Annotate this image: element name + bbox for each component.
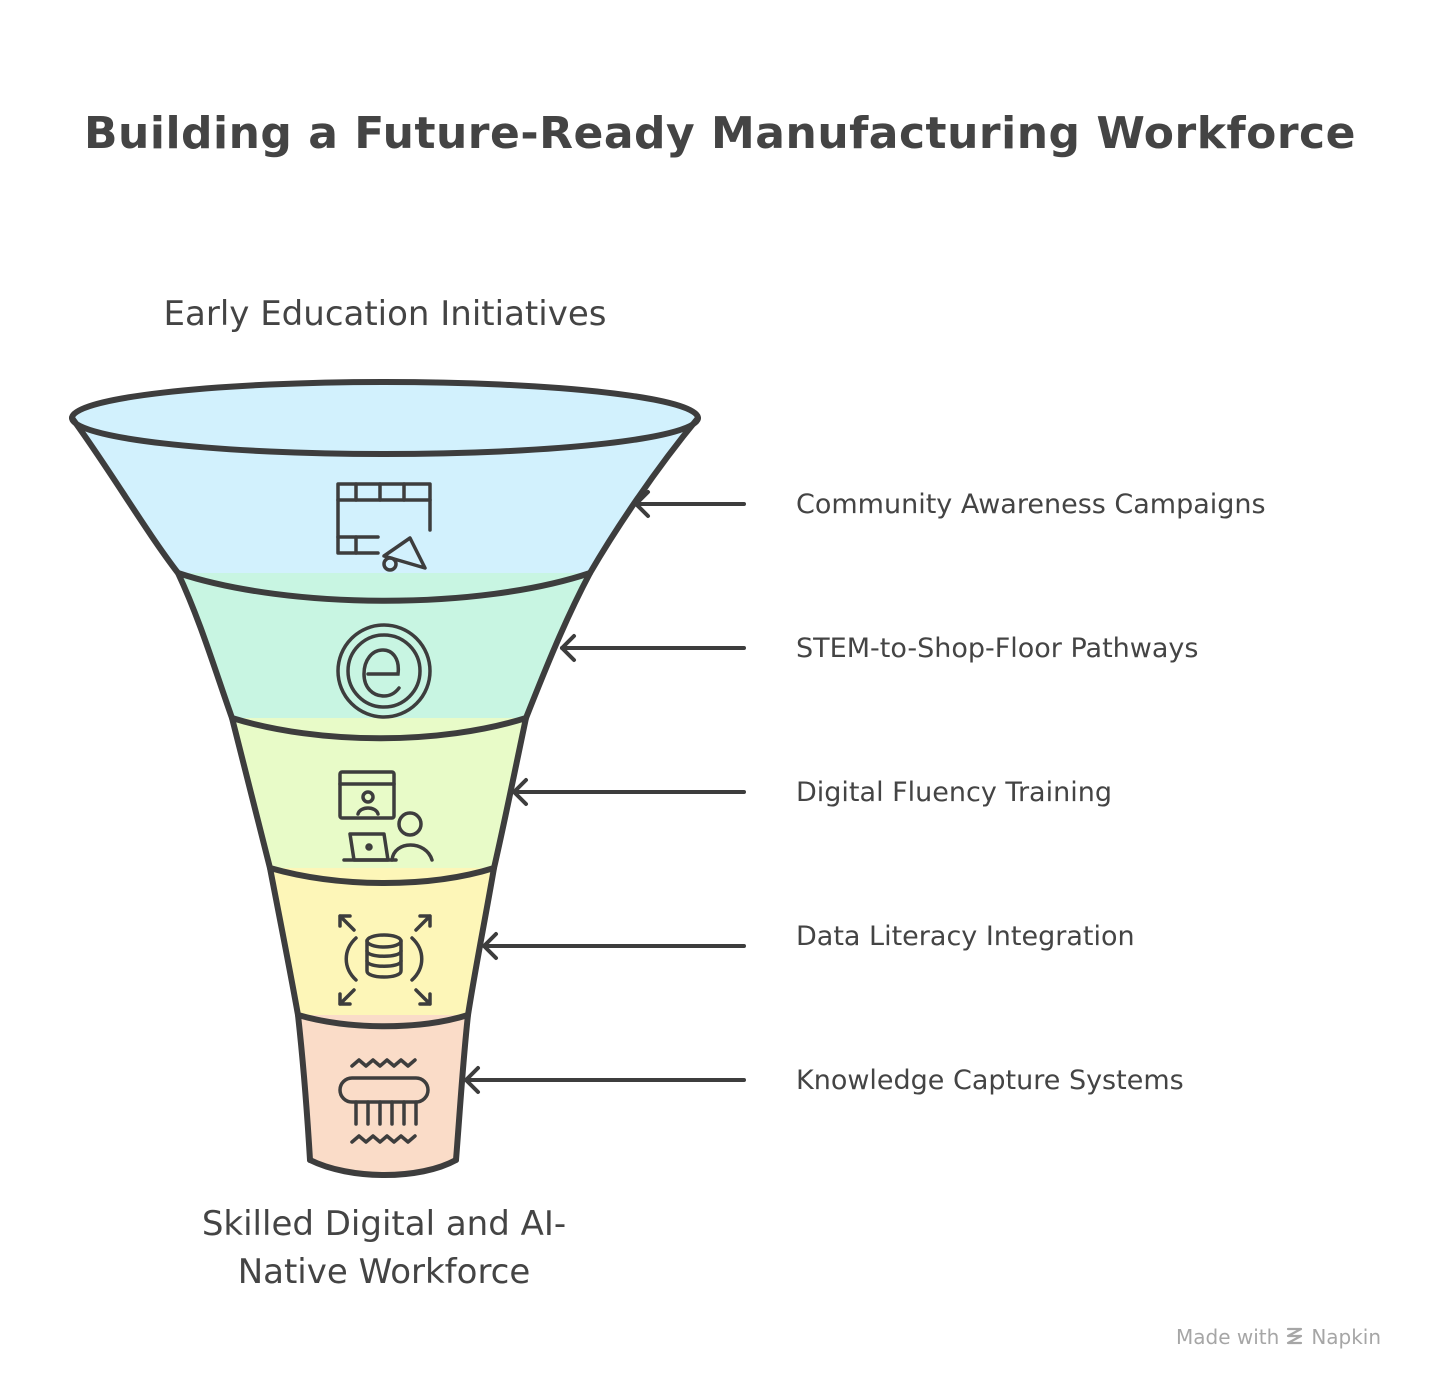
- funnel-divider-3: [267, 865, 497, 886]
- funnel-top-rim: [69, 379, 701, 457]
- funnel-divider-4: [295, 1012, 471, 1030]
- e-learning-icon: [336, 623, 432, 719]
- funnel-left-edge: [69, 415, 313, 1163]
- funnel-stage-4-fill: [270, 868, 494, 1015]
- stage-label-3: Digital Fluency Training: [796, 777, 1112, 808]
- credit-made-with: Made with: [1176, 1325, 1280, 1349]
- funnel-bottom-label-line1: Skilled Digital and AI-: [201, 1204, 567, 1244]
- funnel-bottom-label-line2: Native Workforce: [237, 1252, 531, 1292]
- database-expand-icon: [338, 914, 432, 1006]
- funnel-stage-2-fill: [178, 573, 590, 718]
- arrow-5: [464, 1066, 746, 1094]
- arrow-1: [634, 490, 746, 518]
- video-megaphone-icon: [336, 482, 432, 572]
- credit-brand: Napkin: [1311, 1325, 1382, 1349]
- online-training-icon: [338, 770, 434, 862]
- funnel-stage-1-fill: [72, 418, 698, 573]
- page-title: Building a Future-Ready Manufacturing Wo…: [84, 108, 1356, 159]
- funnel-stage-3-fill: [232, 718, 526, 868]
- arrow-3: [512, 778, 746, 806]
- funnel-divider-1: [175, 570, 593, 604]
- funnel-divider-2: [229, 715, 529, 742]
- funnel-right-edge: [453, 415, 701, 1163]
- funnel-bottom-edge: [307, 1157, 459, 1178]
- stage-label-4: Data Literacy Integration: [796, 921, 1135, 952]
- stage-label-5: Knowledge Capture Systems: [796, 1065, 1184, 1096]
- stage-label-1: Community Awareness Campaigns: [796, 489, 1266, 520]
- arrow-4: [482, 932, 746, 960]
- stage-label-2: STEM-to-Shop-Floor Pathways: [796, 633, 1199, 664]
- funnel-stage-5-fill: [298, 1015, 468, 1175]
- arrow-2: [560, 634, 746, 662]
- napkin-credit[interactable]: Made with Napkin: [1176, 1322, 1381, 1352]
- knowledge-comb-icon: [338, 1058, 430, 1144]
- funnel-top-label: Early Education Initiatives: [163, 294, 607, 334]
- funnel-bottom-label: Skilled Digital and AI- Native Workforce: [130, 1200, 638, 1296]
- napkin-logo-icon: [1285, 1326, 1305, 1348]
